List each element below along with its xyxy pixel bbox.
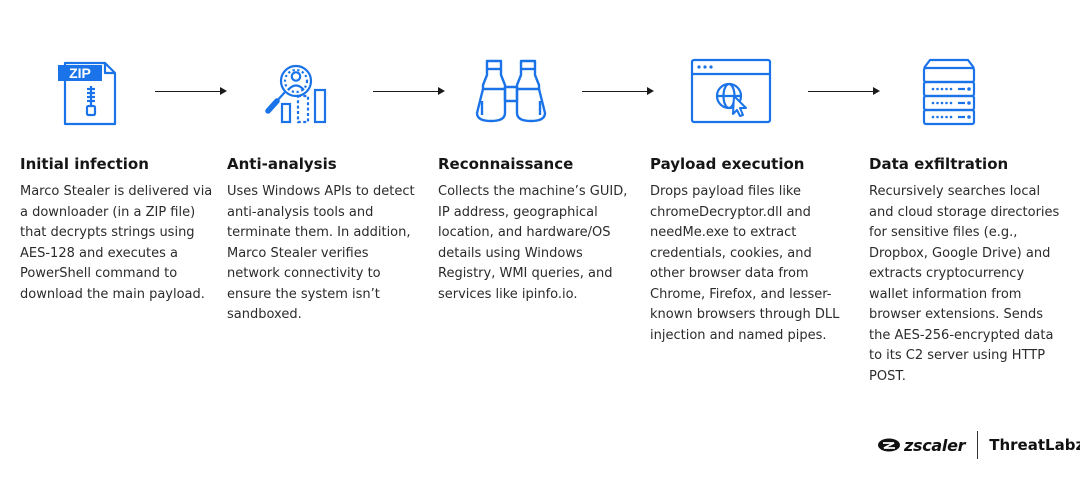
step-description-payload-execution: Drops payload files like chromeDecryptor… [650,184,840,343]
step-title-initial-infection: Initial infection [20,155,149,173]
brand-divider [977,431,979,459]
step-description-reconnaissance: Collects the machine’s GUID, IP address,… [438,184,628,302]
zip-label: ZIP [69,65,91,81]
zscaler-logo: zscaler [877,435,966,455]
step-title-data-exfiltration: Data exfiltration [869,155,1009,173]
zscaler-wordmark: zscaler [904,435,966,455]
flow-arrow-3 [582,87,654,95]
user-search-analytics-icon [265,64,327,124]
step-title-reconnaissance: Reconnaissance [438,155,574,173]
step-description-initial-infection: Marco Stealer is delivered via a downloa… [20,184,213,302]
step-description-anti-analysis: Uses Windows APIs to detect anti-analysi… [227,184,415,322]
server-rack-icon [922,58,976,126]
brand-footer: zscaler ThreatLabz [877,430,1080,460]
flow-arrow-4 [808,87,880,95]
zscaler-mark-icon [878,438,900,452]
step-title-anti-analysis: Anti-analysis [227,155,337,173]
step-description-data-exfiltration: Recursively searches local and cloud sto… [869,184,1060,384]
flow-arrow-2 [373,87,445,95]
binoculars-icon [475,59,547,123]
threatlabz-wordmark: ThreatLabz [989,436,1080,454]
flow-arrow-1 [155,87,227,95]
browser-globe-cursor-icon [690,58,772,124]
zip-file-icon: ZIP [58,61,117,126]
step-title-payload-execution: Payload execution [650,155,805,173]
